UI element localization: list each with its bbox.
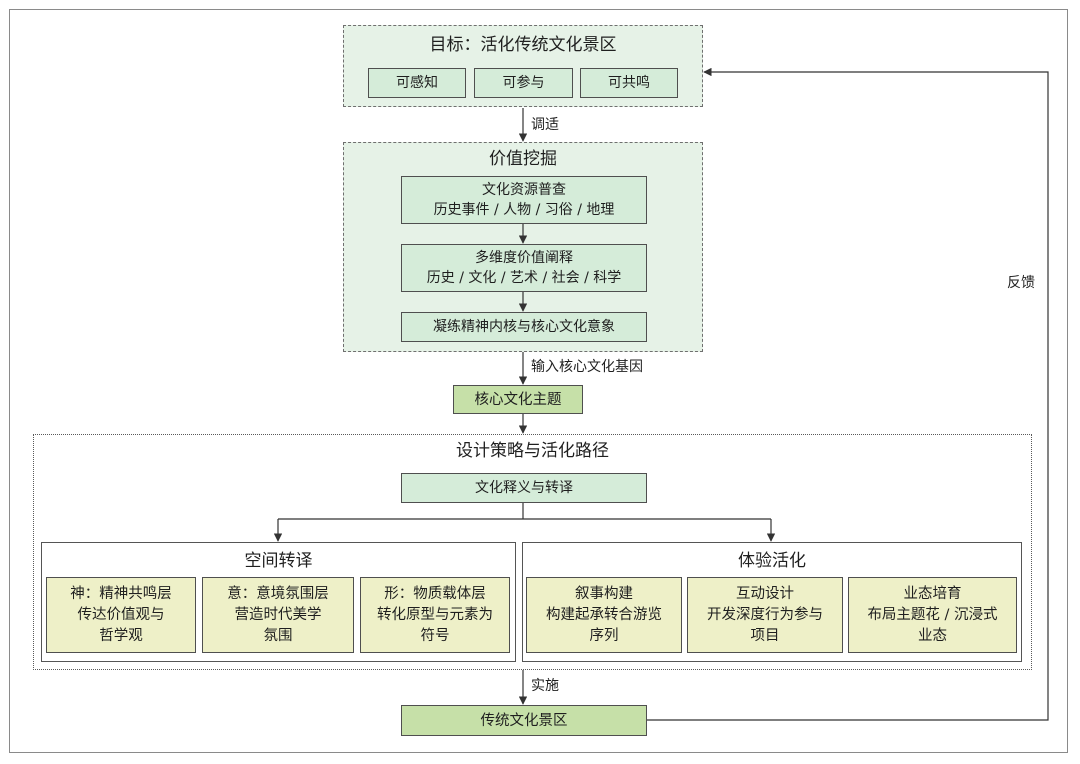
label-feedback: 反馈 xyxy=(1007,275,1035,291)
experience-item-narrative: 叙事构建 构建起承转合游览 序列 xyxy=(526,577,682,653)
experience-item-interaction-l1: 互动设计 xyxy=(736,585,794,602)
experience-item-business-l3: 业态 xyxy=(918,627,947,644)
experience-item-business-l1: 业态培育 xyxy=(903,585,962,602)
spatial-item-atmosphere-l1: 意：意境氛围层 xyxy=(227,585,329,602)
value-interpretation-title: 多维度价值阐释 xyxy=(475,250,573,266)
label-input-core-gene: 输入核心文化基因 xyxy=(531,359,643,375)
core-theme-box: 核心文化主题 xyxy=(453,385,583,414)
experience-item-narrative-l1: 叙事构建 xyxy=(575,585,633,602)
spatial-item-spirit-l3: 哲学观 xyxy=(99,627,143,644)
label-adjust: 调适 xyxy=(531,117,559,133)
spatial-item-atmosphere-l3: 氛围 xyxy=(263,627,293,644)
resource-survey-detail: 历史事件 / 人物 / 习俗 / 地理 xyxy=(433,202,615,218)
goal-item-resonant: 可共鸣 xyxy=(580,68,678,98)
goal-item-perceivable: 可感知 xyxy=(368,68,466,98)
experience-activation-title: 体验活化 xyxy=(738,551,806,571)
experience-item-business-l2: 布局主题花 / 沉浸式 xyxy=(867,606,998,623)
resource-survey-title: 文化资源普查 xyxy=(482,182,566,198)
value-interpretation-box: 多维度价值阐释 历史 / 文化 / 艺术 / 社会 / 科学 xyxy=(401,244,647,292)
spatial-item-spirit-l1: 神：精神共鸣层 xyxy=(70,585,172,602)
spatial-translation-title: 空间转译 xyxy=(244,551,313,571)
spatial-item-form-l3: 符号 xyxy=(420,627,450,644)
spatial-item-atmosphere: 意：意境氛围层 营造时代美学 氛围 xyxy=(202,577,354,653)
spatial-item-spirit: 神：精神共鸣层 传达价值观与 哲学观 xyxy=(46,577,196,653)
experience-item-narrative-l3: 序列 xyxy=(589,627,619,644)
spatial-item-form: 形：物质载体层 转化原型与元素为 符号 xyxy=(360,577,510,653)
result-box: 传统文化景区 xyxy=(401,705,647,736)
strategy-title: 设计策略与活化路径 xyxy=(456,441,609,461)
spiritual-core-box: 凝练精神内核与核心文化意象 xyxy=(401,312,647,342)
experience-item-narrative-l2: 构建起承转合游览 xyxy=(546,606,662,623)
label-implement: 实施 xyxy=(531,678,559,694)
diagram-frame xyxy=(9,9,1068,753)
goal-item-participatory: 可参与 xyxy=(474,68,573,98)
spatial-item-atmosphere-l2: 营造时代美学 xyxy=(234,606,322,623)
experience-item-interaction-l3: 项目 xyxy=(750,627,780,644)
goal-title: 目标：活化传统文化景区 xyxy=(429,35,617,55)
value-mining-title: 价值挖掘 xyxy=(489,149,557,169)
spatial-item-form-l2: 转化原型与元素为 xyxy=(377,606,493,623)
experience-item-business: 业态培育 布局主题花 / 沉浸式 业态 xyxy=(848,577,1017,653)
experience-item-interaction-l2: 开发深度行为参与 xyxy=(707,606,823,623)
spatial-item-spirit-l2: 传达价值观与 xyxy=(77,606,165,623)
interpretation-box: 文化释义与转译 xyxy=(401,473,647,503)
experience-item-interaction: 互动设计 开发深度行为参与 项目 xyxy=(687,577,843,653)
value-interpretation-detail: 历史 / 文化 / 艺术 / 社会 / 科学 xyxy=(426,270,622,286)
resource-survey-box: 文化资源普查 历史事件 / 人物 / 习俗 / 地理 xyxy=(401,176,647,224)
spatial-item-form-l1: 形：物质载体层 xyxy=(384,585,486,602)
